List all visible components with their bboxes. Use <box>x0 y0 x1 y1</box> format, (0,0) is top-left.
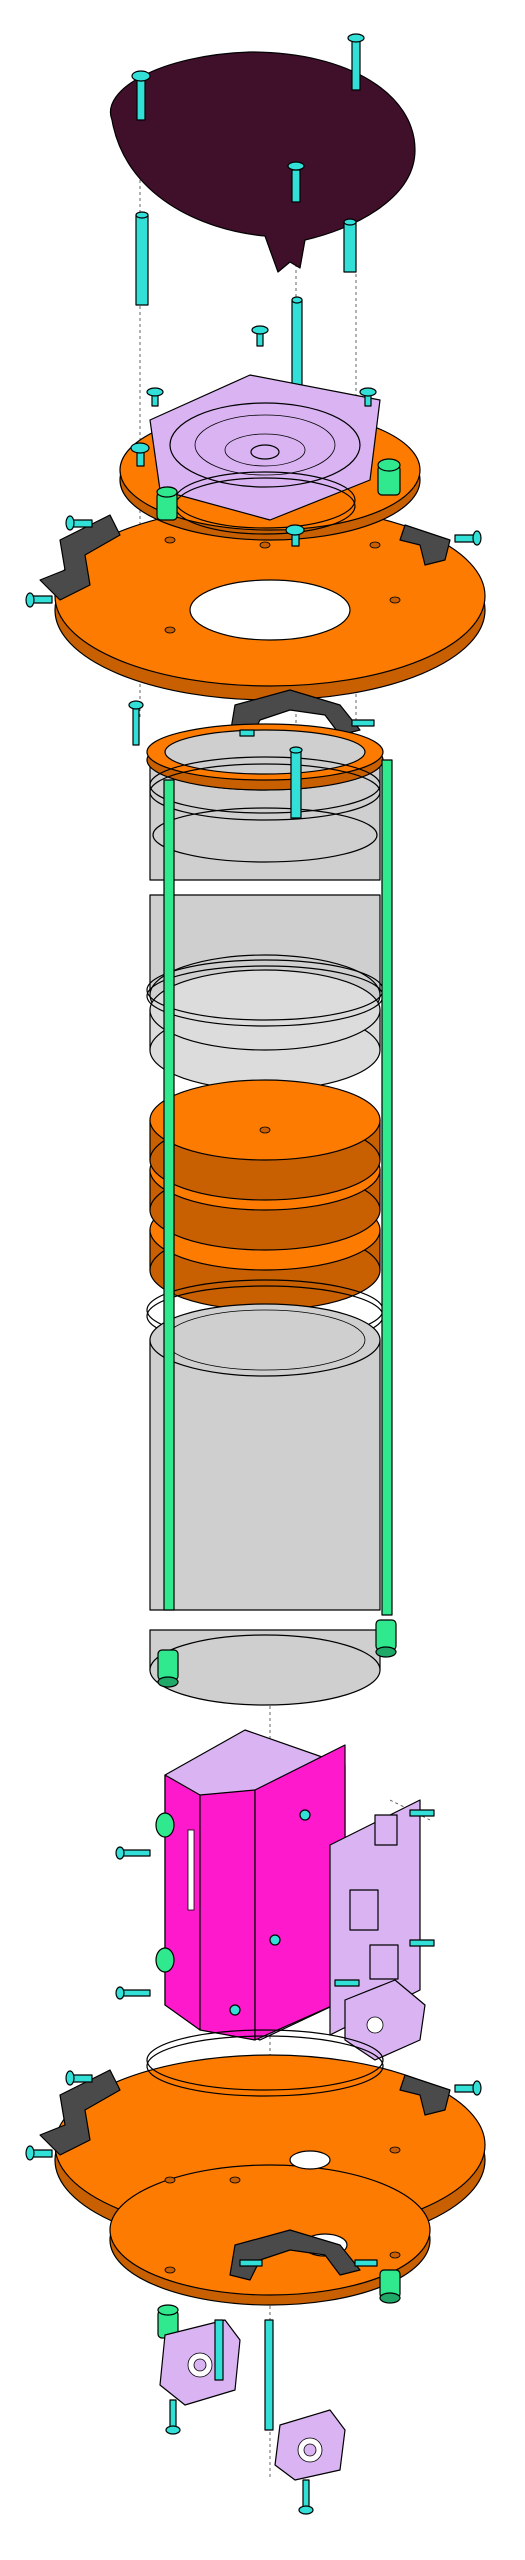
hex-socket-screw-icon <box>65 515 93 531</box>
hex-socket-screw-icon <box>146 387 164 407</box>
lower-clamp-right <box>399 2074 451 2116</box>
bottom-connector-right <box>264 2319 346 2515</box>
lower-orange-base-plate <box>54 2029 486 2306</box>
hex-socket-screw-icon <box>285 524 305 547</box>
hex-socket-screw-icon <box>251 325 269 347</box>
hex-socket-screw-icon <box>131 70 151 121</box>
green-tie-rods <box>157 759 397 1688</box>
top-lid-plate <box>109 51 416 273</box>
upper-plate-screws <box>25 325 482 608</box>
felt-damping-disc <box>146 959 384 1091</box>
standoff-rod <box>343 218 357 273</box>
bottom-connector-left <box>159 2319 241 2435</box>
electronics-housing <box>164 1729 346 2041</box>
speaker-driver-icon <box>149 374 381 535</box>
orange-disc-stack <box>149 1079 381 1311</box>
green-cap-bottom <box>157 2269 401 2339</box>
pcb-board <box>329 1799 421 2036</box>
center-rod-screw <box>289 746 303 819</box>
upper-clamp-left <box>39 514 121 601</box>
electronics-screws <box>115 1809 435 2000</box>
xlr-connector-icon <box>274 2409 346 2481</box>
lower-clamp-left <box>39 2069 121 2156</box>
xlr-connector-icon <box>159 2319 241 2406</box>
hex-socket-screw-icon <box>359 387 377 407</box>
xlr-connector-icon <box>344 1979 426 2061</box>
lower-center-clamp <box>229 2229 361 2281</box>
upper-clamp-right <box>399 524 451 566</box>
standoff-rod <box>291 296 303 396</box>
tube-end-cap <box>149 1629 381 1706</box>
tube-screws <box>128 700 375 746</box>
hex-socket-screw-icon <box>25 592 53 608</box>
lower-tube-section <box>149 1303 381 1611</box>
hex-socket-screw-icon <box>130 442 150 467</box>
hex-socket-screw-icon <box>287 161 305 203</box>
hex-socket-screw-icon <box>454 530 482 546</box>
standoff-rod <box>135 211 149 306</box>
lower-plate-screws <box>25 2070 482 2267</box>
hex-socket-screw-icon <box>347 33 365 91</box>
upper-tube-section <box>146 723 384 881</box>
green-cap-top <box>156 458 401 521</box>
top-long-screws <box>131 33 365 396</box>
